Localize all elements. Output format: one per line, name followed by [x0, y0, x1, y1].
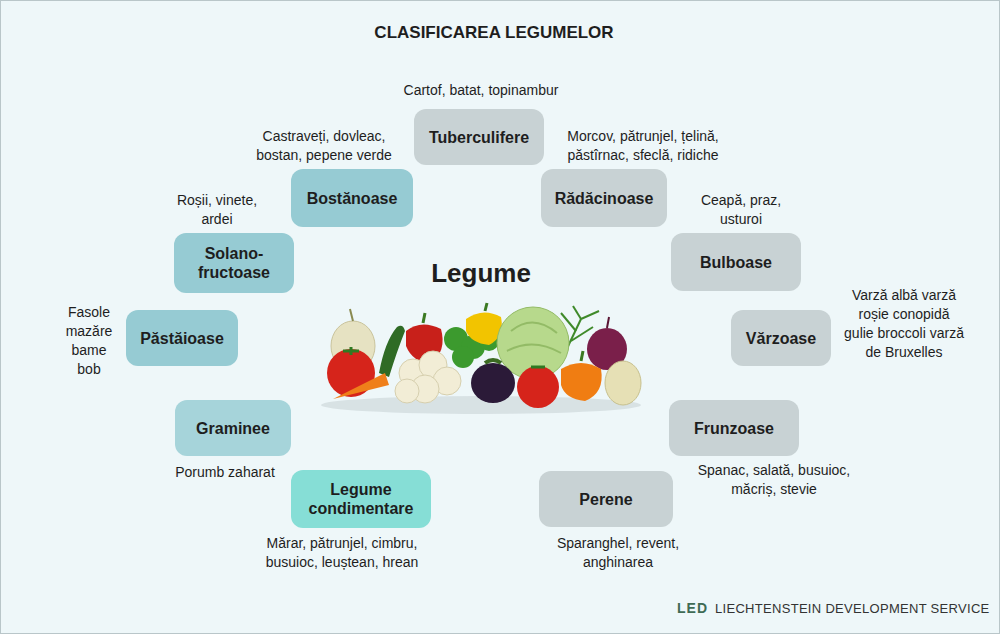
category-box: FrunzoaseSpanac, salată, busuioc, măcriș… [669, 400, 799, 456]
category-box: Solano-fructoaseRoșii, vinete, ardei [174, 233, 294, 293]
logo-mark: LED [677, 600, 708, 616]
category-box: PăstăioaseFasole mazăre bame bob [126, 310, 238, 366]
examples-list: Castraveți, dovleac, bostan, pepene verd… [241, 127, 407, 165]
examples-list: Sparanghel, revent, anghinarea [543, 534, 693, 572]
category-box: Legume condimentareMărar, pătrunjel, cim… [291, 470, 431, 528]
diagram-title: CLASIFICAREA LEGUMELOR [374, 23, 613, 43]
category-name: Vărzoase [746, 329, 816, 348]
category-name: Rădăcinoase [555, 189, 654, 208]
category-name: Solano-fructoase [184, 244, 284, 282]
category-name: Bulboase [700, 253, 772, 272]
category-box: VărzoaseVarză albă varză roșie conopidă … [731, 310, 831, 366]
examples-list: Roșii, vinete, ardei [162, 191, 272, 229]
category-box: PereneSparanghel, revent, anghinarea [539, 471, 673, 527]
category-box: GramineePorumb zaharat [175, 400, 291, 456]
category-box: RădăcinoaseMorcov, pătrunjel, țelină, pă… [541, 169, 667, 227]
examples-list: Ceapă, praz, usturoi [691, 191, 791, 229]
examples-list: Mărar, pătrunjel, cimbru, busuioc, leușt… [249, 534, 435, 572]
examples-list: Porumb zaharat [155, 463, 295, 482]
category-name: Frunzoase [694, 419, 774, 438]
category-name: Legume condimentare [301, 480, 421, 518]
examples-list: Cartof, batat, topinambur [366, 81, 596, 100]
category-box: TuberculifereCartof, batat, topinambur [414, 109, 544, 165]
organization-name: LIECHTENSTEIN DEVELOPMENT SERVICE [715, 601, 990, 616]
examples-list: Spanac, salată, busuioc, măcriș, stevie [683, 461, 865, 499]
center-label: Legume [431, 258, 531, 289]
examples-list: Fasole mazăre bame bob [59, 303, 119, 379]
category-name: Bostănoase [307, 189, 398, 208]
category-name: Perene [579, 490, 632, 509]
category-box: BulboaseCeapă, praz, usturoi [671, 233, 801, 291]
category-box: BostănoaseCastraveți, dovleac, bostan, p… [291, 169, 413, 227]
category-name: Tuberculifere [429, 128, 529, 147]
examples-list: Morcov, pătrunjel, țelină, păstîrnac, sf… [545, 127, 741, 165]
category-name: Graminee [196, 419, 270, 438]
examples-list: Varză albă varză roșie conopidă gulie br… [843, 286, 965, 362]
category-name: Păstăioase [140, 329, 224, 348]
